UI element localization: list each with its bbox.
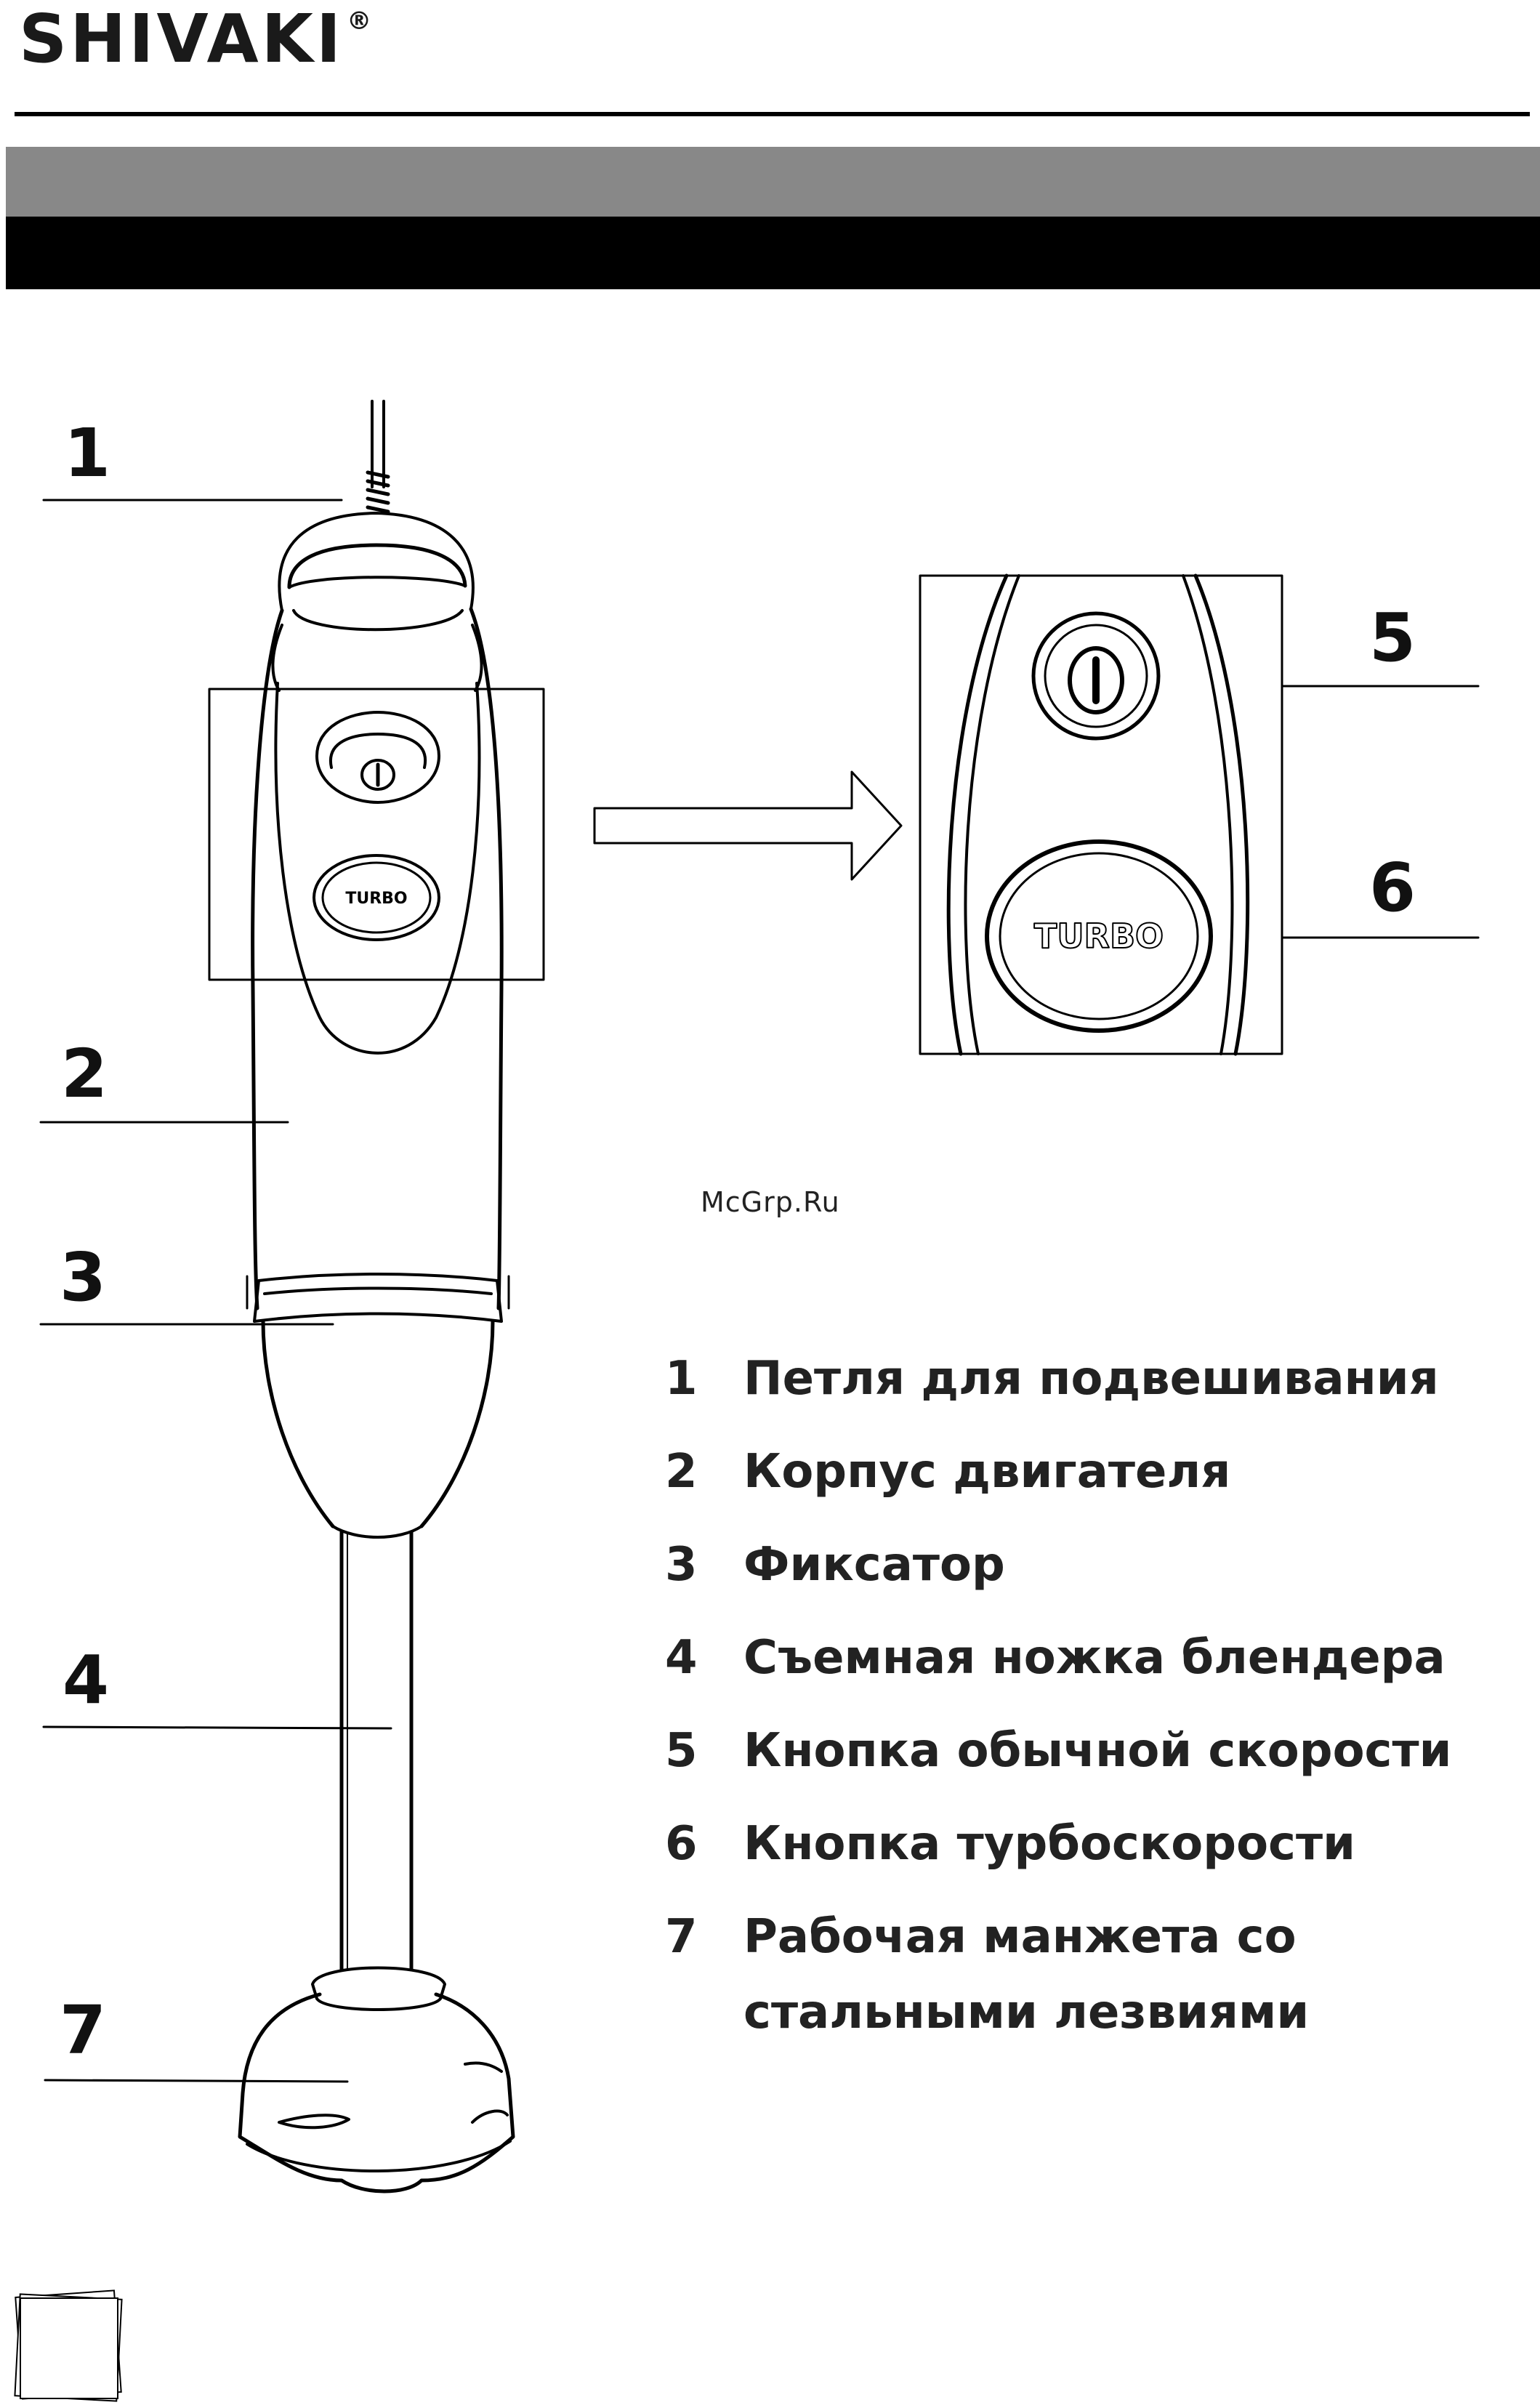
callout-5: 5 <box>1369 605 1416 672</box>
locking-ring <box>247 1274 509 1321</box>
callout-4: 4 <box>63 1647 109 1714</box>
callout-7: 7 <box>60 1997 106 2064</box>
legend-text: Кнопка обычной скорости <box>743 1713 1501 1789</box>
brand-name: SHIVAKI <box>19 0 344 78</box>
registered-mark: ® <box>347 7 374 36</box>
legend-number: 5 <box>665 1713 743 1789</box>
motor-body <box>253 609 502 1308</box>
legend-number: 1 <box>665 1341 743 1417</box>
power-button-large <box>1033 613 1158 738</box>
blade-guard <box>240 1968 513 2192</box>
legend-number: 2 <box>665 1434 743 1510</box>
legend-item: 6 Кнопка турбоскорости <box>665 1806 1501 1882</box>
parts-legend: 1 Петля для подвешивания 2 Корпус двигат… <box>665 1341 1501 2050</box>
legend-number: 3 <box>665 1527 743 1603</box>
legend-text: Съемная ножка блендера <box>743 1620 1501 1696</box>
header-divider <box>15 112 1530 116</box>
watermark: McGrp.Ru <box>701 1186 840 1218</box>
callout-1: 1 <box>64 420 110 487</box>
callout-6: 6 <box>1369 855 1416 922</box>
legend-item: 7 Рабочая манжета со стальными лезвиями <box>665 1899 1501 2050</box>
zoom-arrow <box>594 772 901 879</box>
turbo-label-large: TURBO <box>1034 917 1164 956</box>
legend-text: Рабочая манжета со стальными лезвиями <box>743 1899 1501 2050</box>
brand-logo: SHIVAKI® <box>19 6 374 73</box>
legend-item: 3 Фиксатор <box>665 1527 1501 1603</box>
blender-shaft <box>342 1532 411 1970</box>
legend-item: 1 Петля для подвешивания <box>665 1341 1501 1417</box>
legend-text: Петля для подвешивания <box>743 1341 1501 1417</box>
legend-text: Корпус двигателя <box>743 1434 1501 1510</box>
legend-number: 7 <box>665 1899 743 2050</box>
callout-3: 3 <box>60 1244 106 1311</box>
legend-text: Кнопка турбоскорости <box>743 1806 1501 1882</box>
legend-number: 6 <box>665 1806 743 1882</box>
legend-text: Фиксатор <box>743 1527 1501 1603</box>
turbo-label-small: TURBO <box>345 890 407 908</box>
power-button-small <box>317 712 439 802</box>
lower-housing <box>263 1321 493 1537</box>
callout-2: 2 <box>61 1041 108 1108</box>
page-number-box-icon <box>10 2288 134 2404</box>
legend-item: 2 Корпус двигателя <box>665 1434 1501 1510</box>
leader-line-4 <box>44 1727 391 1728</box>
header-band-grey <box>6 147 1540 217</box>
legend-item: 4 Съемная ножка блендера <box>665 1620 1501 1696</box>
legend-number: 4 <box>665 1620 743 1696</box>
power-cord <box>368 401 388 512</box>
hanging-loop <box>279 513 472 629</box>
header-band-black <box>6 217 1540 289</box>
legend-item: 5 Кнопка обычной скорости <box>665 1713 1501 1789</box>
leader-line-7 <box>45 2080 347 2082</box>
